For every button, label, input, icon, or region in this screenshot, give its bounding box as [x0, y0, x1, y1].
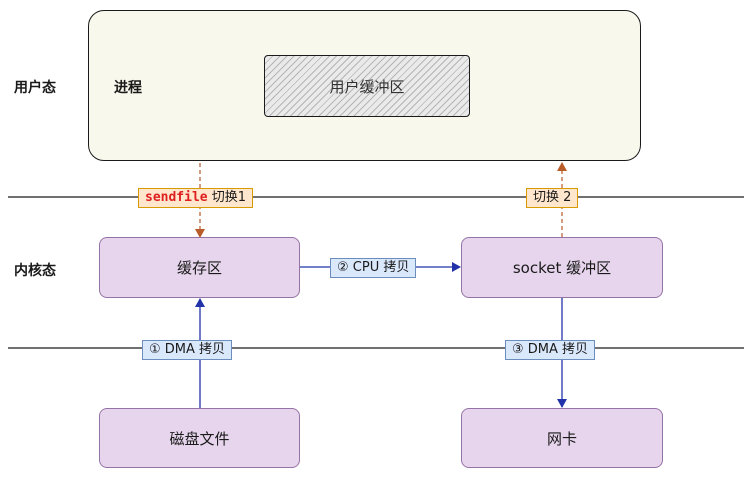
disk-file: 磁盘文件: [99, 408, 300, 468]
page-cache: 缓存区: [99, 237, 300, 298]
sendfile-keyword: sendfile: [145, 190, 208, 205]
socket-buffer-label: socket 缓冲区: [512, 259, 612, 277]
dma-copy-3-tag: ③ DMA 拷贝: [505, 340, 596, 360]
cpu-copy-2-label: ② CPU 拷贝: [337, 260, 410, 275]
user-buffer-label: 用户缓冲区: [329, 77, 405, 96]
user-buffer: 用户缓冲区: [264, 55, 470, 117]
dma-copy-1-label: ① DMA 拷贝: [149, 342, 226, 357]
kernel-mode-label: 内核态: [14, 263, 56, 279]
switch2-label: 切换 2: [533, 190, 572, 205]
disk-file-label: 磁盘文件: [169, 429, 230, 448]
sendfile-switch-tag: sendfile 切换1: [138, 188, 254, 208]
nic: 网卡: [461, 408, 663, 468]
page-cache-label: 缓存区: [176, 259, 222, 277]
cpu-copy-2-tag: ② CPU 拷贝: [330, 258, 417, 278]
socket-buffer: socket 缓冲区: [461, 237, 663, 298]
process-label: 进程: [114, 80, 142, 96]
nic-label: 网卡: [546, 429, 577, 448]
dma-copy-1-tag: ① DMA 拷贝: [142, 340, 233, 360]
user-mode-label: 用户态: [14, 80, 56, 96]
switch2-tag: 切换 2: [526, 188, 579, 208]
switch1-label: 切换1: [211, 190, 247, 205]
dma-copy-3-label: ③ DMA 拷贝: [512, 342, 589, 357]
